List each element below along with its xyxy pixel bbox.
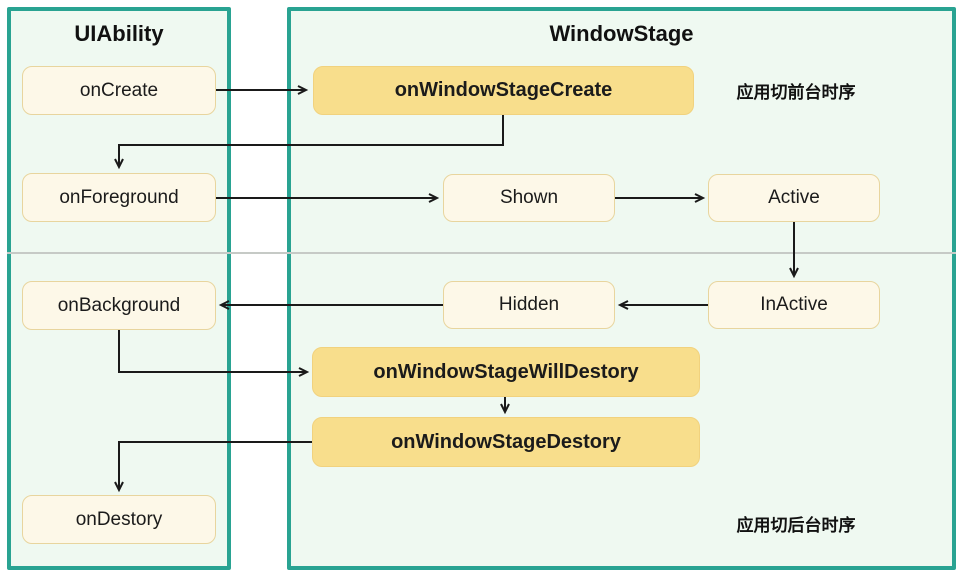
box-hidden: Hidden	[443, 281, 615, 329]
windowstage-panel-title: WindowStage	[549, 21, 694, 46]
sequence-divider	[7, 252, 956, 254]
box-onwindowstagecreate: onWindowStageCreate	[313, 66, 694, 115]
box-onbackground: onBackground	[22, 281, 216, 330]
box-oncreate: onCreate	[22, 66, 216, 115]
box-shown: Shown	[443, 174, 615, 222]
box-onforeground: onForeground	[22, 173, 216, 222]
foreground-sequence-label: 应用切前台时序	[736, 83, 856, 102]
uiability-panel-title: UIAbility	[74, 21, 164, 46]
box-ondestory: onDestory	[22, 495, 216, 544]
background-sequence-label: 应用切后台时序	[736, 516, 856, 535]
box-onwindowstagewilldestory: onWindowStageWillDestory	[312, 347, 700, 397]
box-inactive: InActive	[708, 281, 880, 329]
box-onwindowstagedestory: onWindowStageDestory	[312, 417, 700, 467]
box-active: Active	[708, 174, 880, 222]
